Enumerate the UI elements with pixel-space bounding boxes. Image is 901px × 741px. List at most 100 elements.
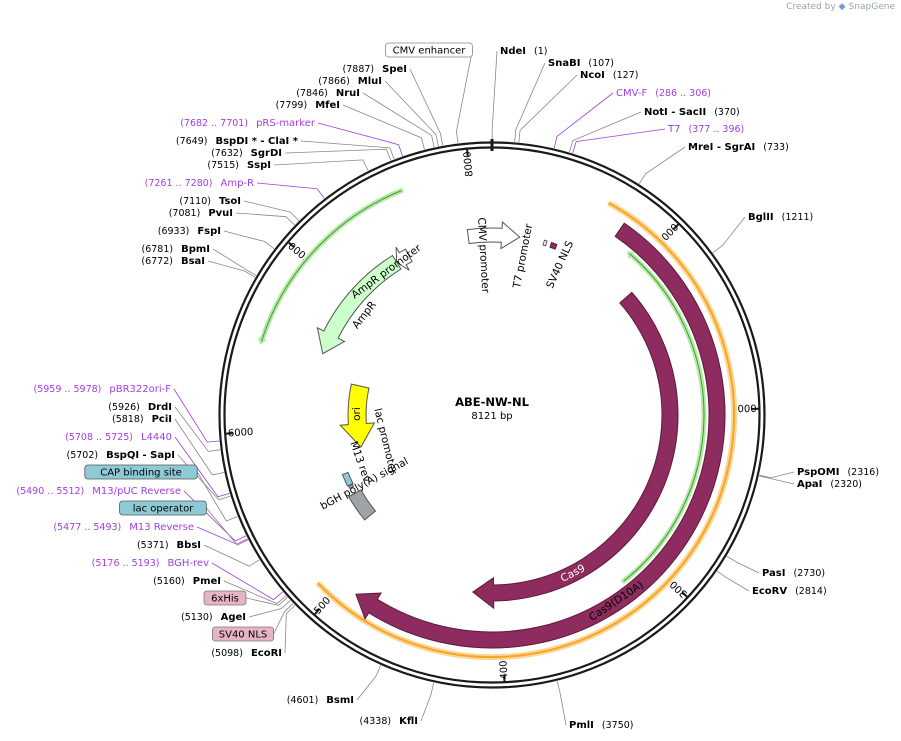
box-label: lac operator [133,504,194,515]
bglii-site: BglII(1211) [748,212,813,223]
leader-line [300,140,395,160]
site-name: BGH-rev [167,558,209,569]
site-position: (5160) [153,576,185,587]
6xhis-box: 6xHis [203,590,247,606]
center-title: ABE-NW-NL 8121 bp [455,395,529,422]
site-position: (3750) [602,720,634,731]
orf-orange-arc [316,202,736,659]
site-name: pRS-marker [256,118,316,129]
kfli-site: (4338)KflI [360,716,418,727]
site-position: (2730) [793,568,825,579]
site-name: MreI - SgrAI [688,142,755,153]
site-position: (6933) [158,226,190,237]
bspdi-clai-site: (7649)BspDI * - ClaI * [176,136,299,147]
leader-line [759,475,795,485]
leader-line [568,111,642,153]
bgh-rev-primer: (5176 .. 5193)BGH-rev [92,558,209,569]
cmv-f-primer: CMV-F(286 .. 306) [616,88,711,99]
leader-line [409,68,444,146]
orf-green-arc-ampr [257,187,405,345]
site-name: NruI [336,88,360,99]
leader-line [572,128,666,154]
site-position: (7799) [276,100,308,111]
site-name: ApaI [797,479,822,490]
box-label: 6xHis [211,594,239,605]
leader-line [420,682,435,722]
site-name: BspQI - SapI [106,450,175,461]
site-position: (5098) [211,648,243,659]
t7-promoter-feature [542,239,548,247]
site-position: (5477 .. 5493) [53,522,121,533]
site-name: SnaBI [548,58,580,69]
leader-line [223,580,287,605]
leader-line [456,49,473,144]
bgh-poly-a-signal-feature [348,489,377,521]
leader-line [726,555,760,574]
bspqi-sapi-site: (5702) BspQI - SapI [67,450,176,461]
ampr-feature [316,254,402,355]
leader-line [514,62,546,142]
site-name: KflI [399,716,418,727]
cmv-promoter-feature [466,220,521,250]
leader-line [284,148,392,161]
t7-primer: T7(377 .. 396) [667,124,744,135]
box-frame [119,500,207,516]
site-position: (5959 .. 5978) [34,384,102,395]
leader-line [384,80,439,147]
site-position: (7866) [318,76,350,87]
site-name: PspOMI [797,467,839,478]
leader-line [256,182,325,199]
site-position: (286 .. 306) [655,88,711,99]
tick-mark [313,608,320,616]
mrei-sgrai-site: MreI - SgrAI(733) [688,142,789,153]
leader-line [243,200,300,221]
m13-rev-label: M13 rev [347,440,373,484]
site-position: (4601) [287,695,319,706]
site-name: PvuI [208,208,233,219]
leader-line [245,596,288,606]
agei-site: (5130) AgeI [181,612,246,623]
site-position: (7649) [176,136,208,147]
leader-line [491,50,498,142]
site-position: (5702) [67,450,99,461]
pspomi-site: PspOMI(2316) [797,467,879,478]
bsmi-site: (4601)BsmI [287,695,354,706]
snapgene-logo-icon: ◆ [838,2,846,12]
leader-line [207,260,256,278]
snapgene-credit: Created by ◆ SnapGene [786,2,895,12]
apai-site: ApaI(2320) [797,479,862,490]
site-name: MfeI [315,100,340,111]
mlui-site: (7866)MluI [318,76,382,87]
leader-line [206,507,249,546]
lac-promoter-label: lac promoter [371,407,399,476]
snabi-site: SnaBI (107) [548,58,614,69]
site-name: NdeI [500,46,526,57]
plasmid-length: 8121 bp [471,411,512,422]
cmv-promoter-label: CMV promoter [475,217,491,294]
leader-line [174,436,230,498]
fspi-site: (6933)FspI [158,226,221,237]
site-position: (5130) [181,612,213,623]
credit-brand: SnapGene [848,2,895,12]
leader-line [553,92,614,149]
leader-line [196,526,248,545]
site-name: AgeI [221,612,246,623]
site-position: (107) [588,58,614,69]
site-name: T7 [667,124,680,135]
site-name: NcoI [580,70,605,81]
ori-feature [339,383,376,448]
leader-line [248,600,291,618]
site-position: (7081) [169,208,201,219]
prs-marker-primer: (7682 .. 7701) pRS-marker [180,118,316,129]
tick-mark [286,240,295,248]
tsoi-site: (7110)TsoI [179,196,241,207]
sv40-nls-label: SV40 NLS [544,239,576,291]
leader-line [174,406,221,452]
box-label: CMV enhancer [393,46,467,57]
cap-binding-site-box: CAP binding site [84,464,198,480]
tick-label: 8000 [462,151,475,177]
pbr322ori-f-primer: (5959 .. 5978)pBR322ori-F [34,384,172,395]
ecorv-site: EcoRV(2814) [752,586,827,597]
site-position: (7682 .. 7701) [180,118,248,129]
